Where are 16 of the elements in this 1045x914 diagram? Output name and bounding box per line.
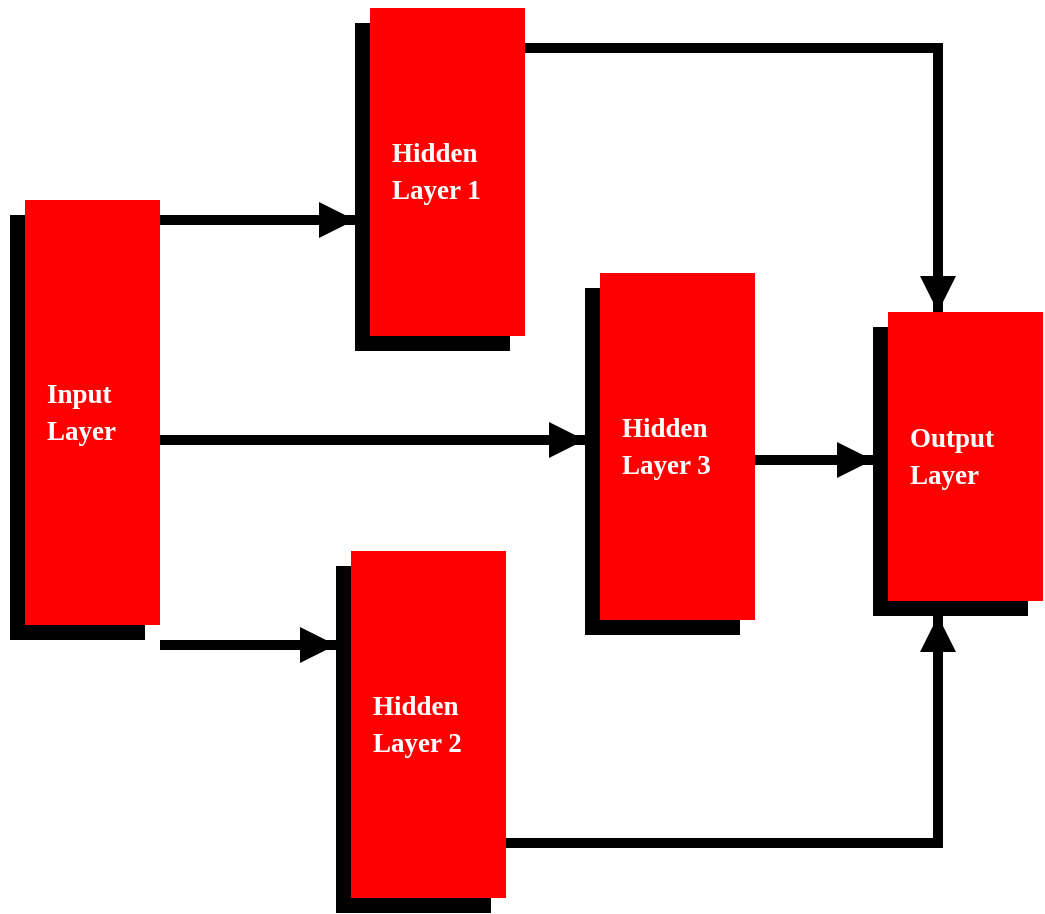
arrow	[755, 442, 873, 478]
arrow	[160, 422, 585, 458]
layer-label: Hidden Layer 1	[391, 137, 482, 207]
layer-label: Hidden Layer 3	[621, 411, 712, 482]
layer-label: Input Layer	[46, 377, 117, 448]
arrow	[525, 43, 956, 312]
arrow	[506, 616, 956, 848]
layer-label: Output Layer	[909, 421, 996, 492]
layer-label: Hidden Layer 2	[372, 689, 463, 760]
layer-box	[355, 8, 525, 351]
layer-box	[585, 273, 755, 635]
layer-box	[10, 200, 160, 640]
layer-box	[336, 551, 506, 913]
arrow	[160, 202, 355, 238]
layer-box	[873, 312, 1043, 616]
arrow	[160, 627, 336, 663]
